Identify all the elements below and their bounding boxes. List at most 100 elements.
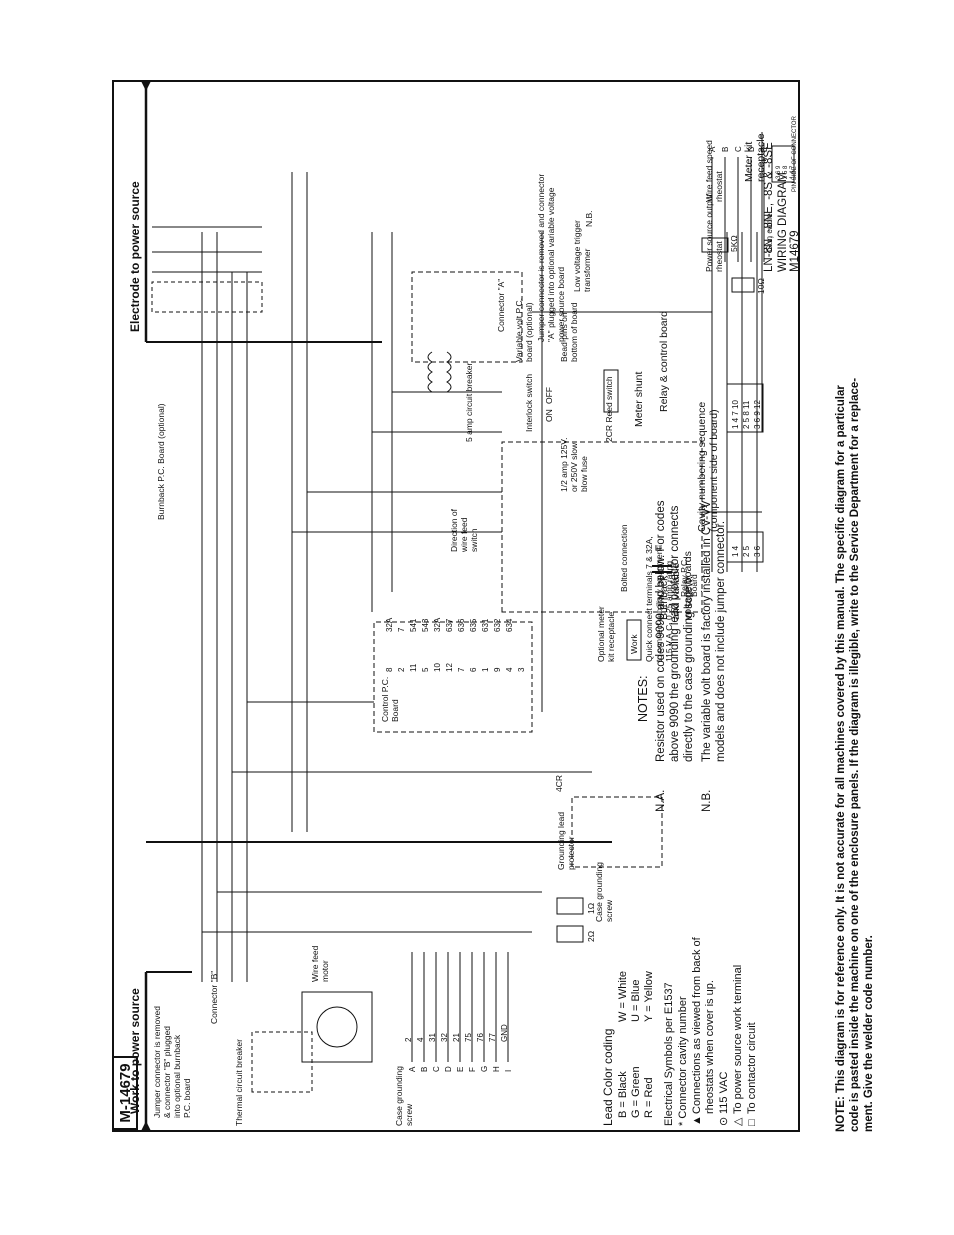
svg-text:Connector "A": Connector "A" [496,279,506,332]
svg-text:1 4 7 10: 1 4 7 10 [731,400,740,429]
svg-text:Bead pins on: Bead pins on [559,312,569,362]
svg-text:634: 634 [505,618,514,632]
motor-frame [301,991,373,1063]
svg-text:Y = Yellow: Y = Yellow [643,971,655,1022]
svg-text:32A: 32A [385,617,394,632]
svg-text:6: 6 [469,667,478,672]
svg-text:541: 541 [409,618,418,632]
connector-b-label: Connector "B" [209,971,219,1024]
thermal-breaker-box [251,1031,313,1093]
delta-icon: △ [732,1117,744,1126]
svg-text:wire feed: wire feed [459,517,469,553]
svg-text:Control P.C.: Control P.C. [380,677,390,722]
svg-text:Electrical Symbols per E1537: Electrical Symbols per E1537 [663,982,675,1126]
svg-text:4: 4 [505,667,514,672]
svg-text:Low voltage trigger: Low voltage trigger [572,220,582,292]
svg-text:H: H [492,1066,501,1072]
svg-text:9: 9 [493,667,502,672]
vertical-wires [202,311,762,933]
rotated-diagram: M-14679 [112,80,800,1132]
svg-text:Connections as viewed from bac: Connections as viewed from back of [691,936,703,1114]
svg-text:636: 636 [457,618,466,632]
legend-heading: Lead Color coding [601,1029,615,1126]
resistor-1ohm [556,897,584,915]
svg-text:1: 1 [481,667,490,672]
svg-text:transformer: transformer [582,248,592,292]
svg-text:2Ω: 2Ω [586,931,596,942]
meter-grid [771,145,795,183]
svg-text:Case grounding: Case grounding [394,1066,404,1126]
svg-text:N.B.: N.B. [584,210,594,227]
svg-text:3 6 9: 3 6 9 [776,165,782,179]
svg-text:models and does not include ju: models and does not include jumper conne… [715,521,727,762]
resistor-5k [701,237,729,253]
wire-feed-motor [316,1006,358,1048]
svg-text:W = White: W = White [617,971,629,1022]
title-models: LN-8N, -8NE, -8S & -8SE [763,142,775,272]
svg-text:and variable: and variable [670,563,682,620]
thermal-breaker-label: Thermal circuit breaker [234,1039,244,1126]
connector-a-box [411,271,523,363]
svg-text:3 6: 3 6 [753,545,762,557]
svg-text:7: 7 [457,667,466,672]
svg-text:F: F [468,1067,477,1072]
svg-text:637: 637 [445,618,454,632]
svg-text:Interlock switch: Interlock switch [524,374,534,432]
svg-text:"A" plugged into optional vari: "A" plugged into optional variable volta… [546,187,556,342]
svg-text:Wire feed speed: Wire feed speed [704,140,714,202]
left-terminal-strip [411,952,509,1062]
svg-text:3 6 9 12: 3 6 9 12 [753,400,762,429]
meter-shunt-label: Meter shunt [633,371,645,427]
svg-text:11: 11 [409,663,418,672]
svg-text:B: B [721,147,730,152]
svg-text:21: 21 [452,1033,461,1042]
transformer-coil [427,351,433,393]
svg-text:543: 543 [421,618,430,632]
resistor-2ohm [556,925,584,943]
svg-text:5 amp circuit breaker: 5 amp circuit breaker [464,362,474,442]
svg-text:into optional burnback: into optional burnback [172,1034,182,1118]
svg-text:E: E [456,1067,465,1072]
svg-text:to connect auxiliary equipment: to connect auxiliary equipment: [654,545,664,662]
svg-text:To power source work terminal: To power source work terminal [732,965,744,1114]
svg-text:1 4: 1 4 [731,545,740,557]
svg-text:10: 10 [433,663,442,672]
svg-text:Variable volt P.C.: Variable volt P.C. [514,298,524,362]
relay-board-box [501,441,703,613]
svg-text:2: 2 [397,667,406,672]
svg-text:Jumper connector is removed: Jumper connector is removed [152,1006,162,1118]
svg-text:& connector "B" plugged: & connector "B" plugged [162,1026,172,1118]
svg-text:77: 77 [488,1033,497,1042]
svg-text:rheostat: rheostat [714,241,724,272]
svg-text:115 VAC: 115 VAC [718,1072,730,1114]
svg-text:C: C [432,1066,441,1072]
svg-text:Board: Board [390,699,400,722]
work-box [626,619,642,661]
svg-text:2CR Reed switch: 2CR Reed switch [604,376,614,442]
svg-text:protector: protector [566,836,576,870]
svg-text:Jumper connector is removed an: Jumper connector is removed and connecto… [536,174,546,342]
svg-text:board (optional): board (optional) [524,302,534,362]
svg-text:Meter kit: Meter kit [743,142,755,182]
svg-text:voltage boards: voltage boards [682,551,694,620]
svg-text:Quick connect terminals 7 & 32: Quick connect terminals 7 & 32A, [644,536,654,662]
svg-text:Relay & control board: Relay & control board [658,311,670,412]
svg-text:31: 31 [428,1033,437,1042]
svg-text:115 V.A.C. 0.25 amp rating: 115 V.A.C. 0.25 amp rating [664,561,674,662]
svg-text:D: D [747,146,756,152]
svg-text:motor: motor [320,960,330,982]
cavity-grid-6 [726,531,764,563]
svg-text:5: 5 [421,667,430,672]
svg-text:C: C [734,146,743,152]
wiring-diagram: Work to power source Electrode to power … [128,80,800,1132]
svg-text:OFF: OFF [544,387,554,404]
svg-text:Relay P.C.: Relay P.C. [679,557,689,597]
svg-text:E: E [760,147,769,152]
title-wiring: WIRING DIAGRAM [777,172,789,272]
svg-text:2 5 8: 2 5 8 [783,165,789,179]
svg-text:635: 635 [469,618,478,632]
svg-text:switch: switch [469,528,479,552]
triangle-icon: ▲ [691,1115,703,1126]
burnback-connector [152,226,262,273]
